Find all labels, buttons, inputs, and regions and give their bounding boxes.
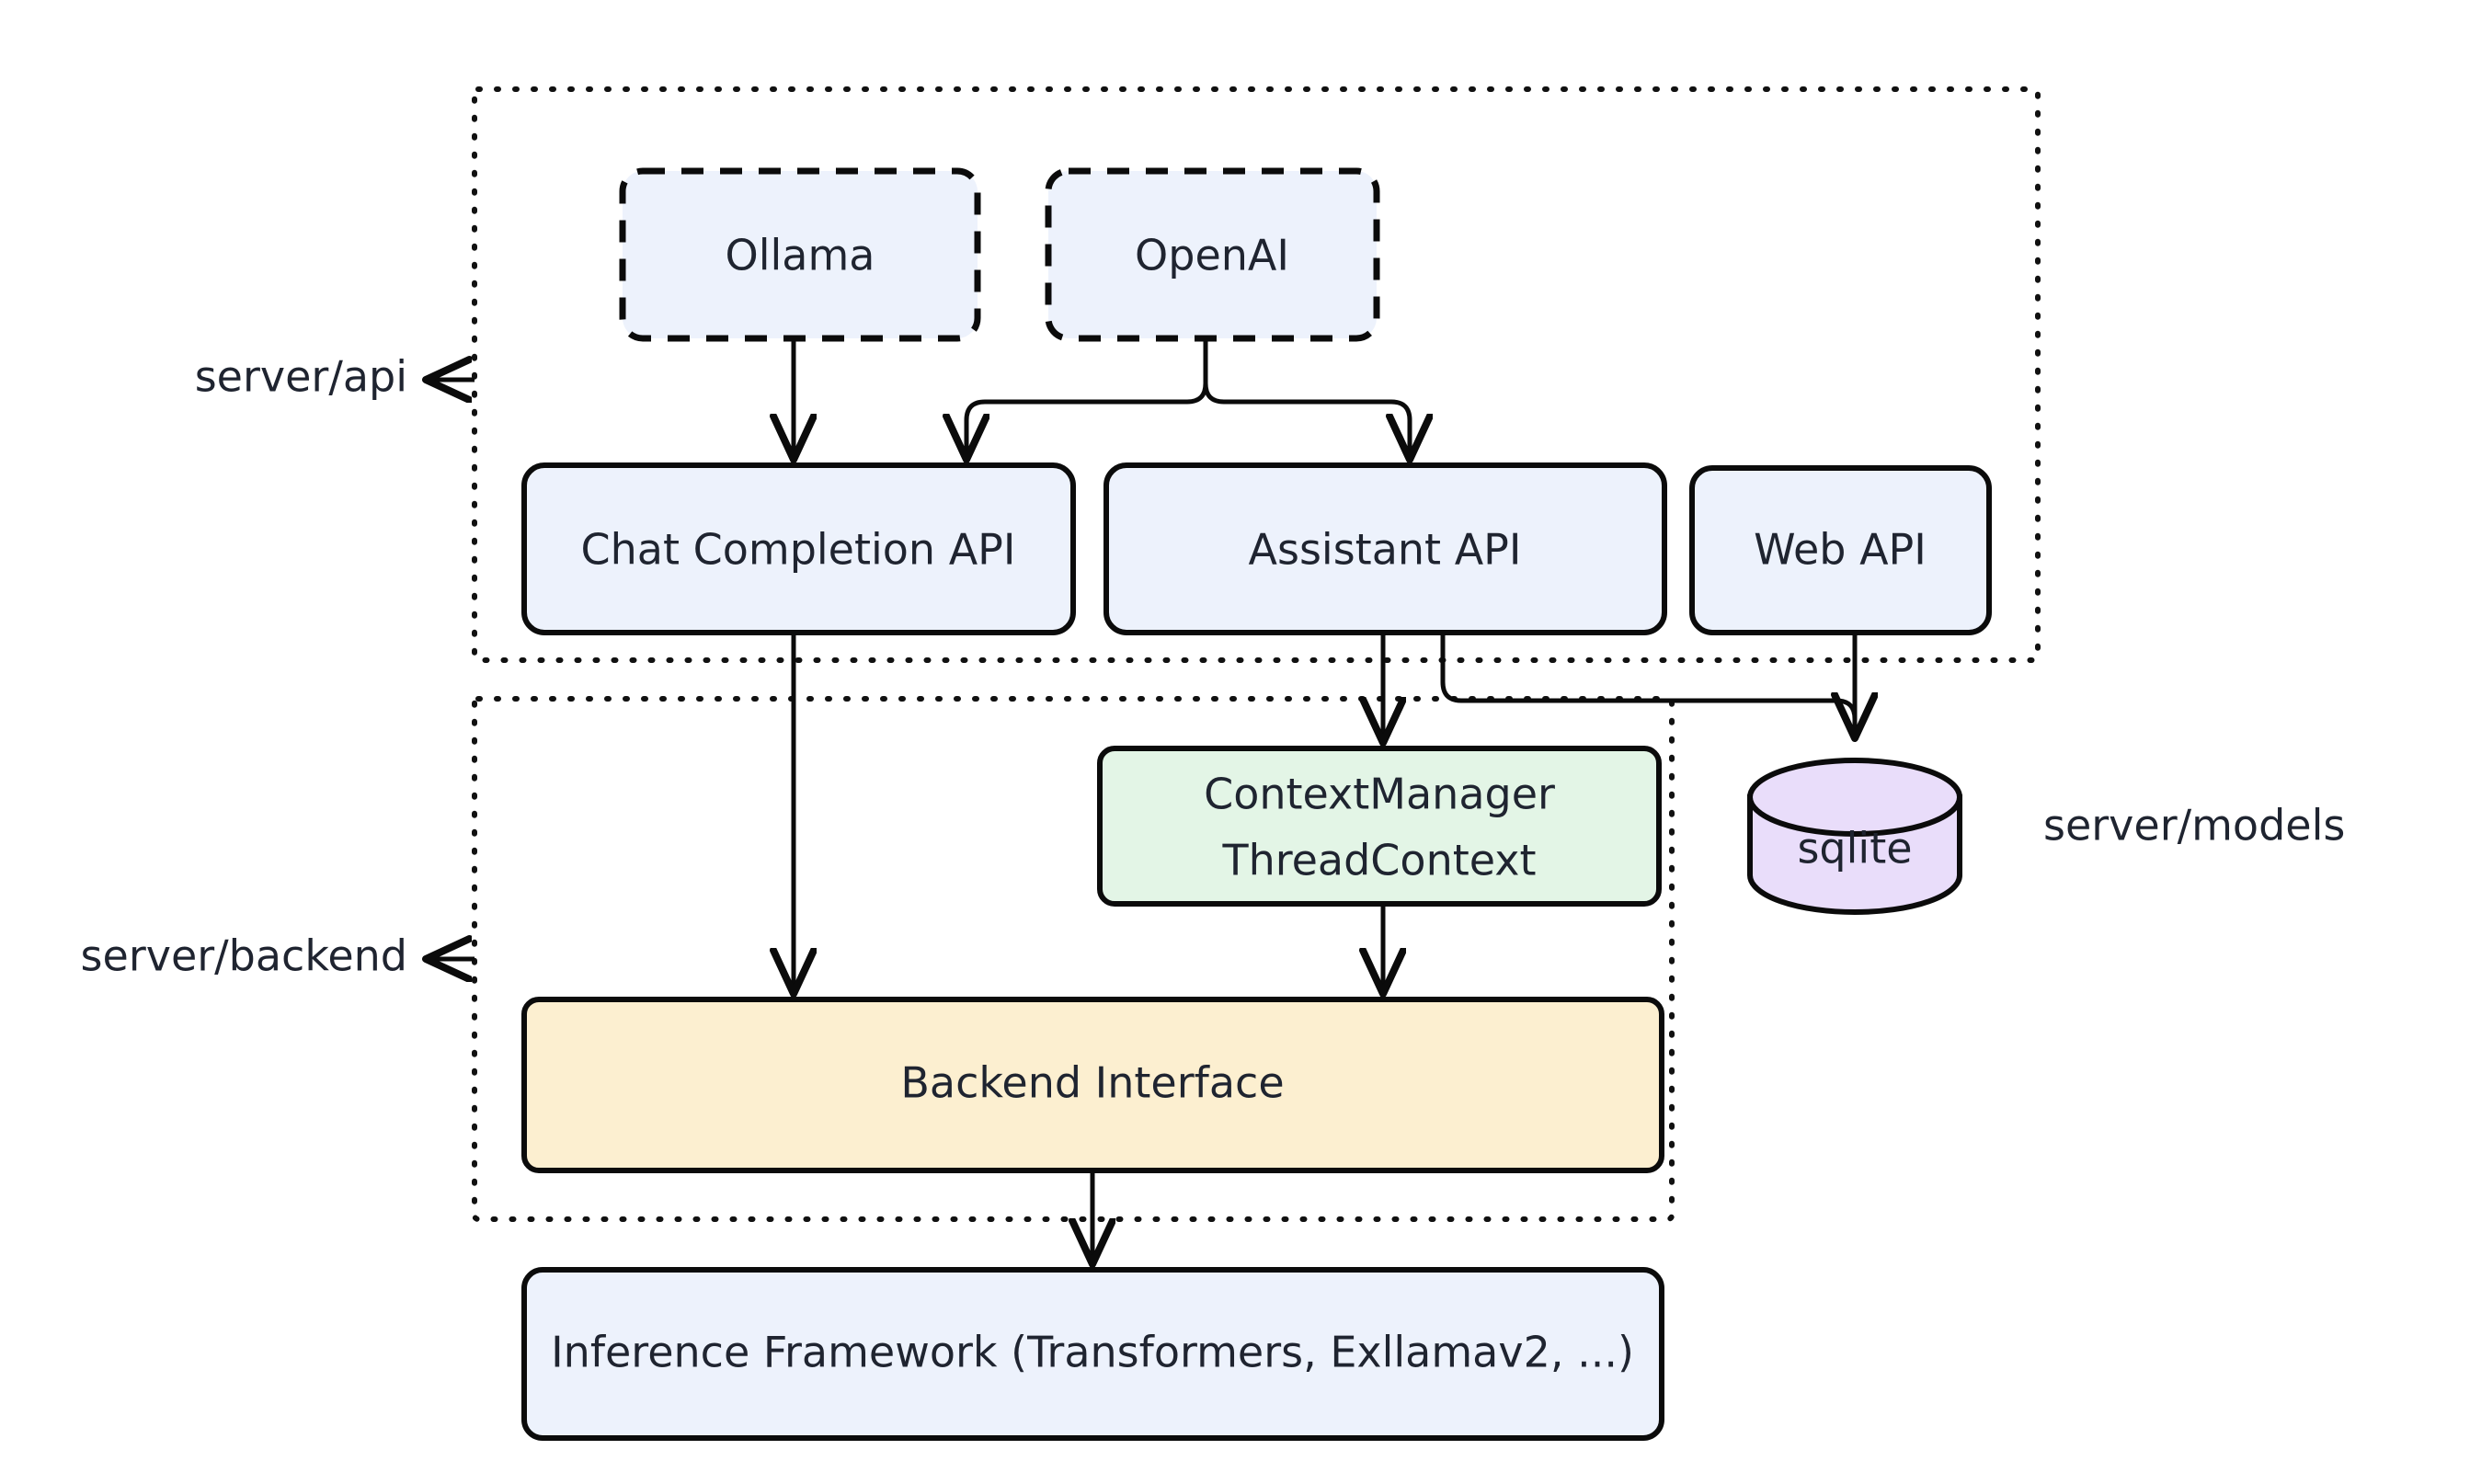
node-context-manager-label-line-1: ContextManager (1204, 770, 1555, 819)
node-sqlite-top[interactable] (1747, 758, 1962, 837)
edge-openai-to-assistant (1203, 338, 1410, 457)
edge-assistant-to-sqlite (1440, 633, 1858, 736)
node-openai-label: OpenAI (1135, 231, 1289, 280)
node-assistant-api-label: Assistant API (1249, 525, 1522, 575)
node-sqlite-label: sqlite (1797, 824, 1912, 873)
node-inference-framework-label: Inference Framework (Transformers, Exlla… (551, 1328, 1634, 1377)
node-backend-interface-box[interactable] (521, 997, 1664, 1173)
node-ollama-box[interactable] (619, 167, 981, 342)
node-assistant-api-box[interactable] (1103, 462, 1667, 635)
node-openai-box[interactable] (1045, 167, 1380, 342)
node-context-manager-box[interactable] (1097, 746, 1662, 907)
side-label-server-models: server/models (2043, 801, 2345, 850)
node-chat-completion-api[interactable]: Chat Completion API (521, 462, 1076, 635)
node-chat-completion-api-box[interactable] (521, 462, 1076, 635)
node-context-manager[interactable]: ContextManager ThreadContext (1097, 746, 1662, 907)
node-web-api[interactable]: Web API (1689, 465, 1992, 635)
cluster-server-api (472, 86, 2041, 663)
node-openai[interactable]: OpenAI (1045, 167, 1380, 342)
node-web-api-label: Web API (1754, 525, 1927, 575)
node-backend-interface[interactable]: Backend Interface (521, 997, 1664, 1173)
cluster-label-server-backend: server/backend (81, 931, 407, 981)
node-sqlite[interactable]: sqlite (1747, 758, 1962, 915)
node-inference-framework-box[interactable] (521, 1267, 1664, 1441)
cluster-label-server-api: server/api (195, 352, 407, 402)
node-ollama-label: Ollama (726, 231, 875, 280)
node-chat-completion-api-label: Chat Completion API (581, 525, 1016, 575)
node-context-manager-label-line-2: ThreadContext (1221, 836, 1536, 885)
node-inference-framework[interactable]: Inference Framework (Transformers, Exlla… (521, 1267, 1664, 1441)
node-ollama[interactable]: Ollama (619, 167, 981, 342)
node-assistant-api[interactable]: Assistant API (1103, 462, 1667, 635)
node-web-api-box[interactable] (1689, 465, 1992, 635)
edge-openai-to-chat-completion (966, 338, 1208, 457)
node-backend-interface-label: Backend Interface (900, 1058, 1284, 1108)
